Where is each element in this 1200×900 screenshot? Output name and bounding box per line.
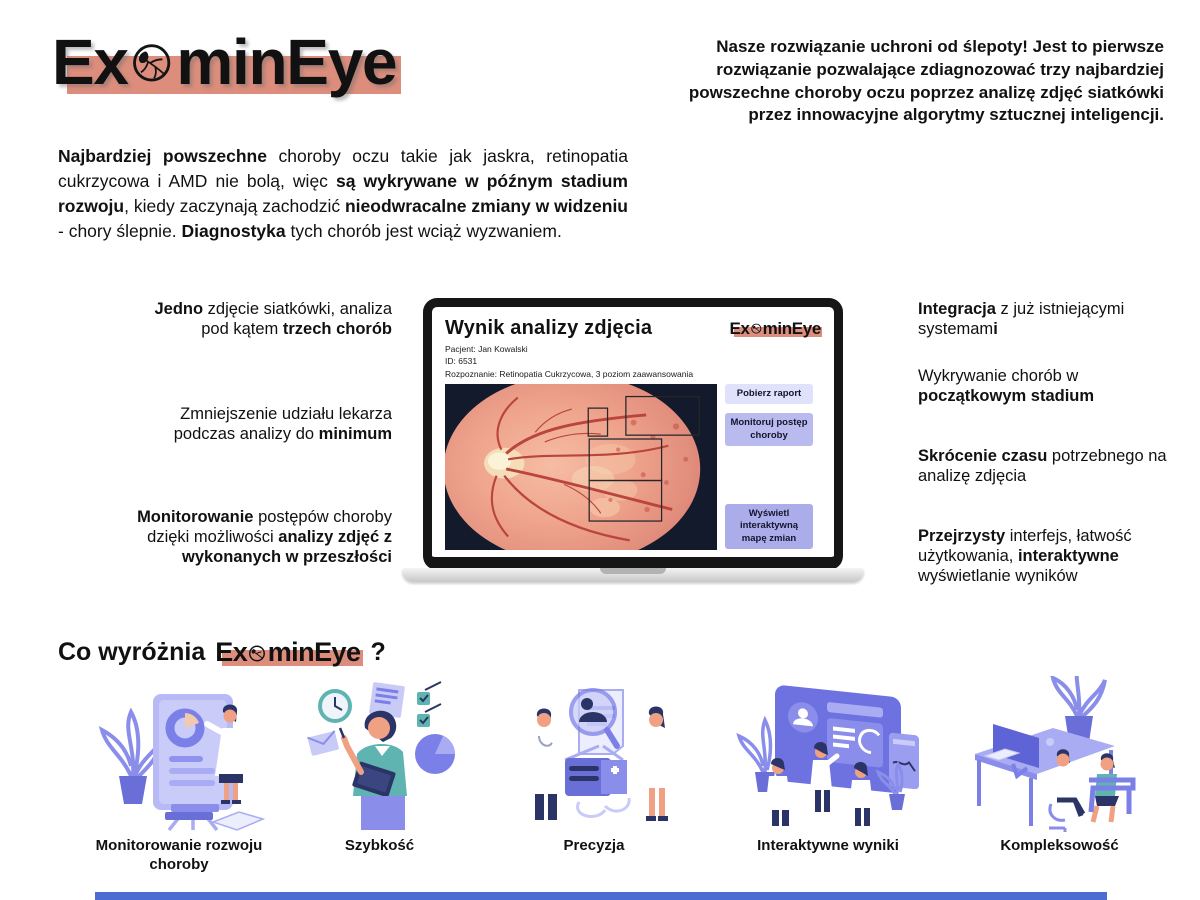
doctor-patient-desk-illustration [974, 676, 1135, 832]
feature-left-monitoring: Monitorowanie postępów choroby dzięki mo… [137, 508, 392, 567]
retina-sketch-eye-icon [249, 645, 266, 661]
intro-right-paragraph: Nasze rozwiązanie uchroni od ślepoty! Je… [688, 37, 1164, 125]
download-report-button[interactable]: Pobierz raport [725, 383, 813, 405]
logo-highlight-band [733, 326, 823, 337]
feature-caption: Precyzja [563, 837, 625, 854]
patient-id: ID: 6531 [445, 356, 478, 367]
logo-text-post: minEye [176, 26, 397, 98]
feature-left-doctor-involvement: Zmniejszenie udziału lekarza podczas ana… [173, 405, 392, 444]
dashboard-team-illustration [736, 685, 919, 826]
feature-right-integration: Integracja z już istniejącymi systemami [918, 300, 1125, 339]
examineye-logo: Ex minEye [52, 26, 402, 98]
bottom-feature-speed: Szybkość [292, 676, 467, 856]
laptop-bezel: Ex minEye Wynik analizy zdjęcia Pacjent:… [423, 298, 843, 570]
feature-right-early-detection: Wykrywanie chorób w początkowym stadium [918, 367, 1095, 406]
bottom-feature-comprehensive: Kompleksowość [962, 676, 1157, 856]
multitasking-man-illustration [306, 681, 455, 830]
logo-highlight-band [67, 55, 402, 94]
presentation-board-illustration [98, 694, 266, 832]
monitor-progress-button[interactable]: Monitoruj postęp choroby [725, 413, 813, 446]
feature-right-time-saving: Skrócenie czasu potrzebnego na analizę z… [918, 447, 1167, 486]
feature-left-single-photo: Jedno zdjęcie siatkówki, analiza pod kąt… [154, 300, 392, 339]
doctors-examining-record-illustration [525, 688, 671, 821]
feature-caption: Monitorowanie rozwoju choroby [95, 837, 263, 873]
screen-examineye-logo: Ex minEye [729, 319, 823, 338]
logo-highlight-band [221, 649, 363, 666]
interactive-map-button[interactable]: Wyświetl interaktywną mapę zmian [725, 503, 813, 549]
feature-caption: Kompleksowość [1000, 837, 1119, 854]
laptop-mockup: Ex minEye Wynik analizy zdjęcia Pacjent:… [402, 298, 864, 582]
footer-accent-bar [95, 892, 1107, 900]
patient-name: Pacjent: Jan Kowalski [445, 344, 528, 354]
intro-left-paragraph: Najbardziej powszechne choroby oczu taki… [58, 146, 628, 242]
bottom-feature-monitoring: Monitorowanie rozwoju choroby [68, 676, 290, 875]
heading-examineye-logo: Ex minEye [215, 639, 363, 666]
analysis-result-title: Wynik analizy zdjęcia [445, 317, 653, 339]
feature-caption: Interaktywne wyniki [757, 837, 899, 854]
retina-fundus-image [445, 383, 717, 550]
feature-caption: Szybkość [344, 837, 415, 854]
laptop-base [402, 568, 864, 582]
screen-button-column: Pobierz raport Monitoruj postęp choroby … [725, 383, 813, 550]
laptop-screen: Ex minEye Wynik analizy zdjęcia Pacjent:… [432, 307, 834, 557]
heading-suffix: ? [370, 638, 386, 666]
feature-right-clear-interface: Przejrzysty interfejs, łatwość użytkowan… [918, 527, 1132, 586]
lesion-annotation-boxes [587, 395, 700, 522]
retina-sketch-eye-icon [133, 44, 171, 82]
heading-prefix: Co wyróżnia [58, 638, 206, 666]
bottom-feature-precision: Precyzja [505, 676, 683, 856]
section-heading: Co wyróżnia Ex minEye ? [58, 638, 386, 667]
laptop-notch [600, 568, 666, 574]
logo-text-pre: Ex [52, 26, 129, 98]
diagnosis-line: Rozpoznanie: Retinopatia Cukrzycowa, 3 p… [445, 368, 694, 379]
retina-sketch-eye-icon [751, 323, 762, 334]
bottom-feature-interactive: Interaktywne wyniki [728, 676, 928, 856]
